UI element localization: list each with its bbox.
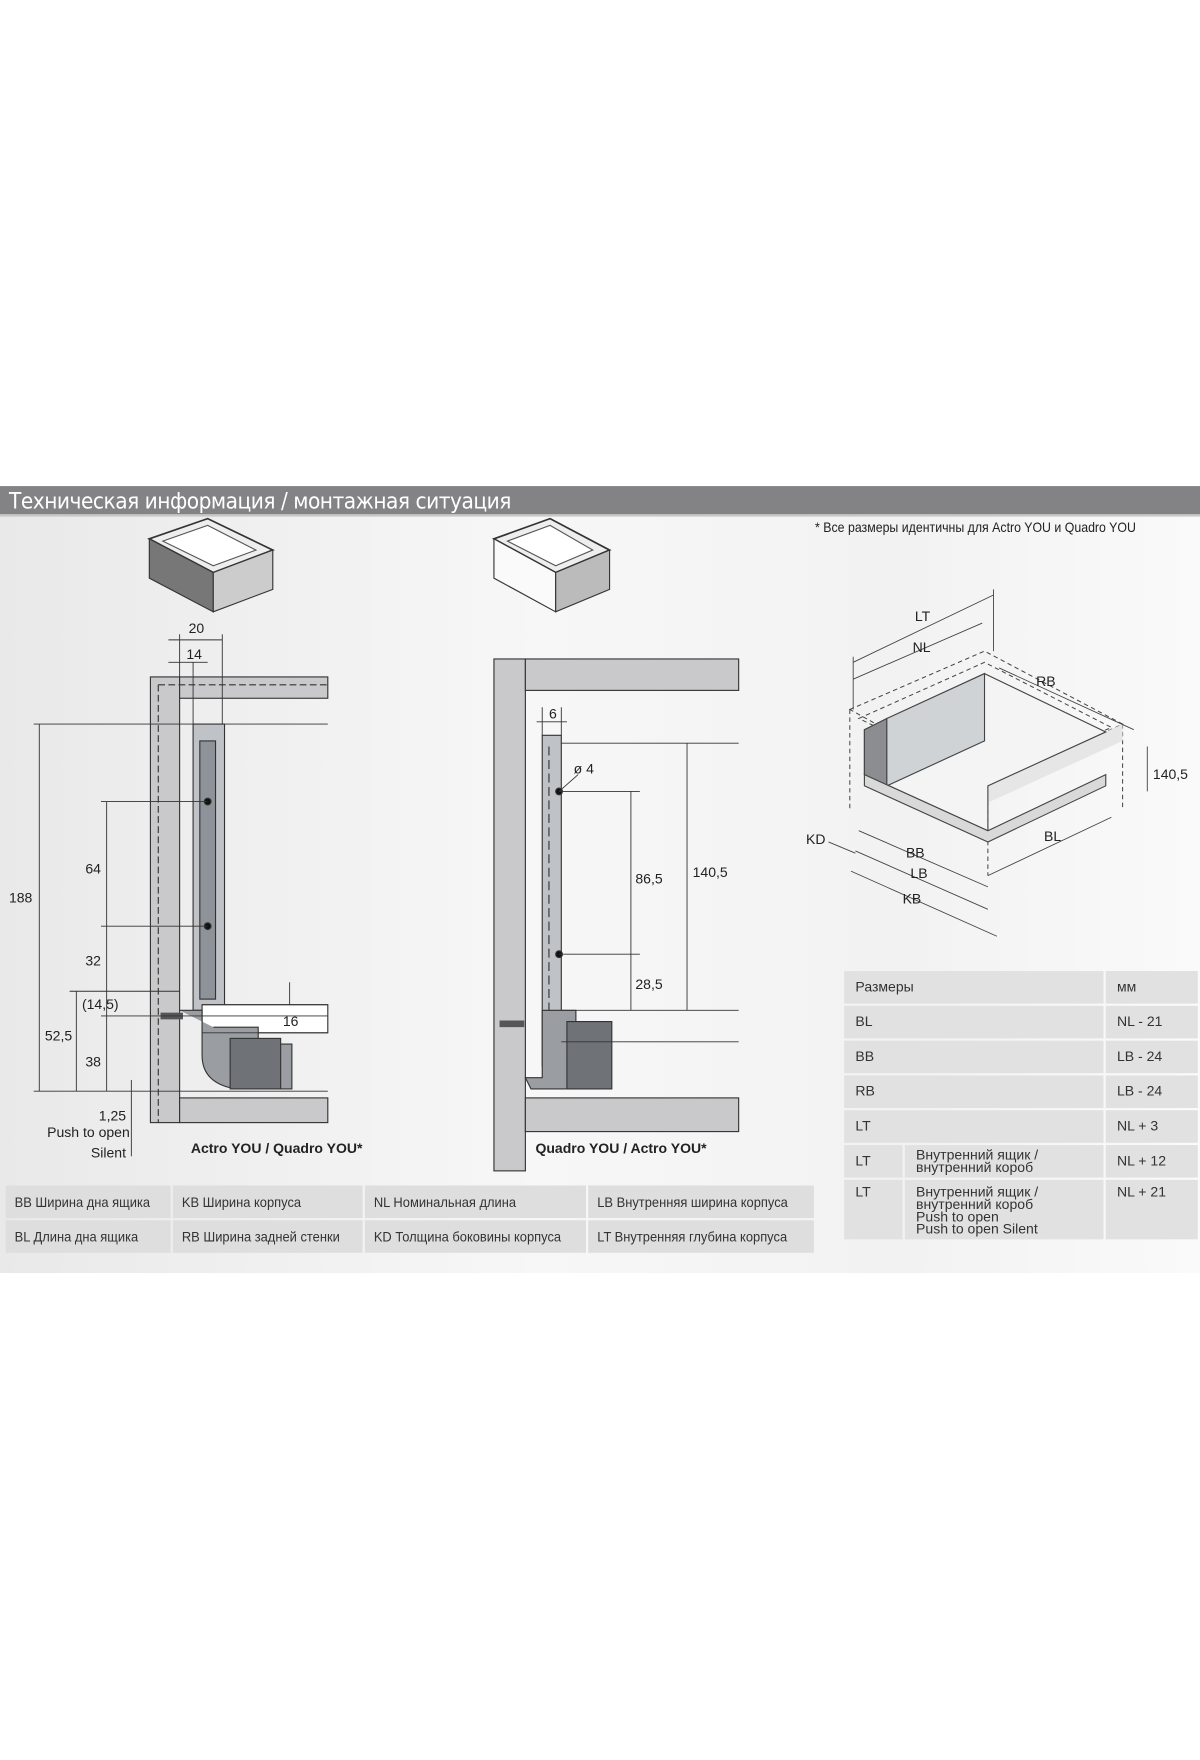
row-desc: Внутренний ящик /внутренний короб [904,1145,1104,1178]
dim-28-5: 28,5 [635,976,662,992]
legend-cell: RB Ширина задней стенки [173,1220,363,1253]
legend-cell: BB Ширина дна ящика [5,1185,171,1219]
iso-label-140-5: 140,5 [1153,766,1188,782]
iso-label-kd: KD [806,831,825,847]
legend-cell: KD Толщина боковины корпуса [365,1220,587,1253]
abbreviation-legend: BB Ширина дна ящика KB Ширина корпуса NL… [3,1183,816,1255]
legend-text: KB Ширина корпуса [182,1193,302,1210]
legend-row: BB Ширина дна ящика KB Ширина корпуса NL… [5,1185,814,1219]
dim-64: 64 [85,860,101,876]
legend-cell: BL Длина дна ящика [5,1220,171,1253]
iso-label-nl: NL [913,639,931,655]
drawer-icon-white-front [491,517,612,613]
page-title: Техническая информация / монтажная ситуа… [8,487,511,515]
dim-14-5: (14,5) [82,996,119,1012]
legend-cell: NL Номинальная длина [365,1185,587,1219]
isometric-drawer-drawing [828,589,1148,937]
desc-line: Push to open [916,1209,999,1225]
legend-text: RB Ширина задней стенки [182,1228,341,1245]
footnote: * Все размеры идентичны для Actro YOU и … [815,519,1136,536]
legend-text: BL Длина дна ящика [14,1228,139,1245]
dim-6: 6 [549,705,557,721]
middle-caption: Quadro YOU / Actro YOU* [535,1140,707,1156]
dim-140-5: 140,5 [693,864,728,880]
dim-38: 38 [85,1053,101,1069]
drawer-icon-dark-front [147,517,275,613]
legend-text: KD Толщина боковины корпуса [374,1228,562,1245]
silent-label: Silent [91,1144,126,1160]
row-value: LB - 24 [1105,1040,1198,1074]
table-header-row: Размеры мм [844,971,1198,1004]
row-code: BL [844,1005,1104,1039]
row-value: NL - 21 [1105,1005,1198,1039]
push-to-open-label: Push to open [47,1124,130,1140]
iso-label-lt: LT [915,608,931,624]
legend-text: LT Внутренняя глубина корпуса [597,1228,788,1245]
row-code: LT [844,1145,903,1178]
legend-cell: KB Ширина корпуса [173,1185,363,1219]
dim-32: 32 [85,952,101,968]
desc-line: внутренний короб [916,1196,1034,1213]
iso-label-kb: KB [903,891,922,907]
desc-line: внутренний короб [916,1159,1034,1175]
row-value: NL + 21 [1105,1179,1198,1240]
left-caption: Actro YOU / Quadro YOU* [191,1140,363,1156]
header-unit: мм [1105,971,1198,1004]
legend-text: LB Внутренняя ширина корпуса [597,1193,789,1210]
iso-label-bl: BL [1044,828,1061,844]
left-section-drawing [33,634,329,1157]
desc-line: Push to open Silent [916,1221,1038,1238]
dim-52-5: 52,5 [45,1028,72,1044]
row-value: LB - 24 [1105,1075,1198,1109]
iso-label-bb: BB [906,845,925,861]
table-row: LT Внутренний ящик /внутренний короб NL … [844,1145,1198,1178]
legend-text: BB Ширина дна ящика [14,1193,151,1210]
row-code: LT [844,1110,1104,1143]
legend-text: NL Номинальная длина [374,1193,517,1210]
row-value: NL + 12 [1105,1145,1198,1178]
legend-row: BL Длина дна ящика RB Ширина задней стен… [5,1220,814,1253]
legend-cell: LT Внутренняя глубина корпуса [588,1220,814,1253]
row-code: BB [844,1040,1104,1074]
dim-86-5: 86,5 [635,870,662,886]
iso-label-lb: LB [910,865,927,881]
dim-20: 20 [189,620,205,636]
dim-diameter-4: ø 4 [574,760,594,776]
desc-line: Внутренний ящик / [916,1184,1039,1201]
dim-188: 188 [9,890,33,906]
title-bar: Техническая информация / монтажная ситуа… [0,486,1200,517]
row-code: RB [844,1075,1104,1109]
legend-cell: LB Внутренняя ширина корпуса [588,1185,814,1219]
dim-16: 16 [283,1013,299,1029]
row-code: LT [844,1179,903,1240]
dim-1-25: 1,25 [99,1107,126,1123]
iso-label-rb: RB [1036,673,1055,689]
row-value: NL + 3 [1105,1110,1198,1143]
dim-14: 14 [186,646,202,662]
header-name: Размеры [844,971,1104,1004]
desc-line: Внутренний ящик / [916,1146,1039,1163]
middle-section-drawing [493,658,740,1172]
